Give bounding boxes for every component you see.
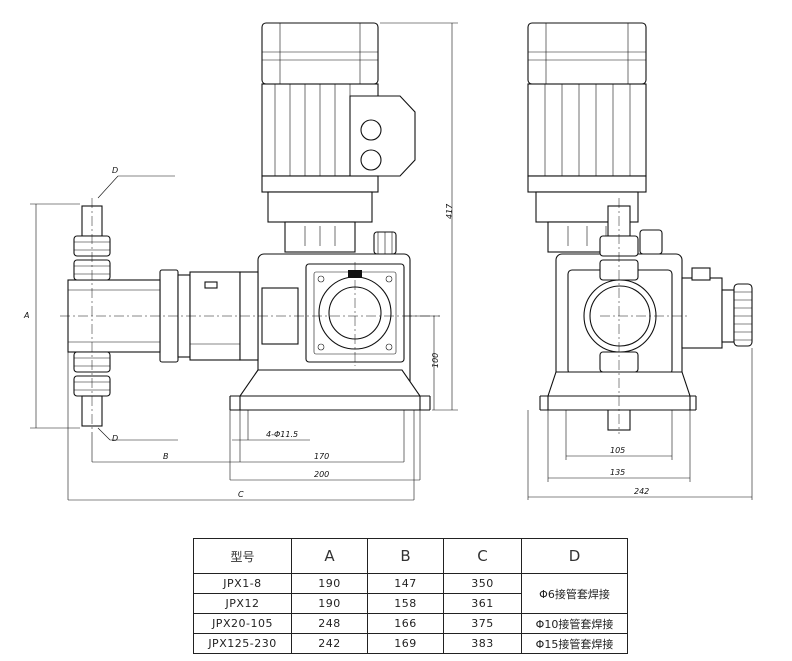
dim-a: A — [23, 311, 29, 320]
dim-d-top: D — [112, 166, 118, 175]
table-header-row: 型号 A B C D — [193, 538, 628, 574]
header-c: C — [443, 538, 522, 574]
dim-242: 242 — [634, 487, 649, 496]
table-row: JPX1-8 190 147 350 Φ6接管套焊接 — [193, 573, 628, 614]
side-view — [527, 22, 753, 434]
header-a: A — [291, 538, 368, 574]
dim-c: C — [238, 490, 244, 499]
cell-a: 248 — [291, 613, 368, 634]
spec-table: 型号 A B C D JPX1-8 190 147 350 Φ6接管套焊接 JP… — [193, 538, 628, 654]
cell-b: 147 — [367, 573, 444, 594]
header-model: 型号 — [193, 538, 292, 574]
dim-d-bottom: D — [112, 434, 118, 443]
cell-d: Φ10接管套焊接 — [521, 613, 628, 634]
side-view-dimensions: 105 135 242 — [527, 348, 753, 500]
cell-b: 158 — [367, 593, 444, 614]
dim-417: 417 — [445, 203, 454, 219]
cell-model: JPX12 — [193, 593, 292, 614]
cell-a: 190 — [291, 573, 368, 594]
dim-135: 135 — [610, 468, 625, 477]
header-b: B — [367, 538, 444, 574]
cell-c: 361 — [443, 593, 522, 614]
dim-holes: 4-Φ11.5 — [266, 430, 298, 439]
cell-a: 190 — [291, 593, 368, 614]
front-view-dimensions: D D A 100 417 4-Φ11.5 B 170 — [23, 22, 458, 501]
dim-105: 105 — [610, 446, 625, 455]
cell-d: Φ6接管套焊接 — [521, 573, 628, 614]
pump-dimension-drawing: D D A 100 417 4-Φ11.5 B 170 — [23, 22, 753, 501]
dim-170: 170 — [314, 452, 329, 461]
cell-d: Φ15接管套焊接 — [521, 633, 628, 654]
cell-c: 350 — [443, 573, 522, 594]
dim-b: B — [163, 452, 169, 461]
dim-200: 200 — [314, 470, 329, 479]
table-row: JPX125-230 242 169 383 Φ15接管套焊接 — [193, 633, 628, 654]
cell-model: JPX1-8 — [193, 573, 292, 594]
cell-model: JPX20-105 — [193, 613, 292, 634]
cell-b: 166 — [367, 613, 444, 634]
cell-model: JPX125-230 — [193, 633, 292, 654]
cell-a: 242 — [291, 633, 368, 654]
dim-100: 100 — [431, 353, 440, 368]
cell-c: 375 — [443, 613, 522, 634]
front-view — [60, 22, 440, 432]
cell-c: 383 — [443, 633, 522, 654]
table-row: JPX20-105 248 166 375 Φ10接管套焊接 — [193, 613, 628, 634]
cell-b: 169 — [367, 633, 444, 654]
header-d: D — [521, 538, 628, 574]
